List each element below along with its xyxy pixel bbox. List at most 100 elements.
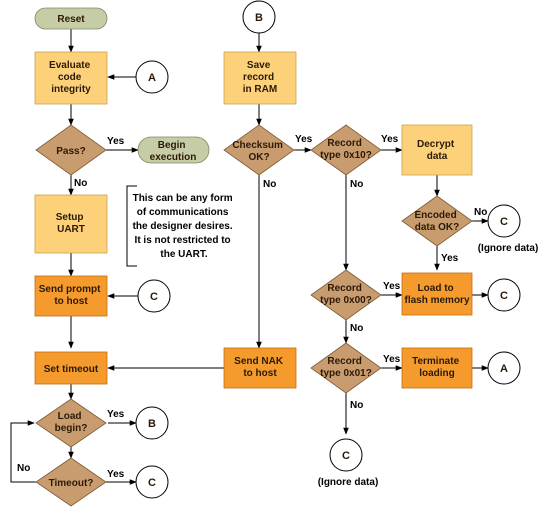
svg-text:Terminate loading: Terminate loading: [412, 356, 462, 379]
label-timeout-no: No: [17, 463, 30, 474]
note-ignore-data-encoded: (Ignore data): [478, 243, 539, 254]
node-encoded-line1: Encoded: [414, 210, 456, 221]
node-prompt-line1: Send prompt: [39, 284, 101, 295]
svg-text:C: C: [500, 216, 508, 228]
node-flash-line2: flash memory: [404, 295, 469, 306]
node-save-line3: in RAM: [243, 84, 277, 95]
node-decrypt: Decrypt data: [401, 124, 473, 176]
svg-text:B: B: [148, 418, 156, 430]
svg-text:Record type 0x10?: Record type 0x10?: [320, 138, 372, 161]
note-ignore-data-bottom: (Ignore data): [318, 477, 379, 488]
node-rt01-line1: Record: [327, 356, 361, 367]
svg-text:Decrypt data: Decrypt data: [417, 139, 457, 162]
svg-text:Record type 0x00?: Record type 0x00?: [320, 283, 372, 306]
connector-b-top: B: [242, 0, 276, 34]
label-pass-yes: Yes: [107, 136, 125, 147]
svg-text:C: C: [500, 290, 508, 302]
connector-a-terminate: A: [487, 351, 521, 385]
node-evaluate-line3: integrity: [51, 84, 91, 95]
node-checksum-line1: Checksum: [232, 140, 283, 151]
node-setup-line1: Setup: [56, 212, 84, 223]
svg-text:C: C: [342, 450, 350, 462]
connector-c-encoded-label: C: [500, 216, 508, 228]
svg-text:B: B: [255, 12, 263, 24]
svg-text:Pass?: Pass?: [56, 146, 85, 157]
node-reset: Reset: [34, 7, 108, 30]
label-rt10-no: No: [350, 179, 363, 190]
connector-c-flash: C: [487, 278, 521, 312]
node-nak-line1: Send NAK: [234, 356, 284, 367]
svg-text:Encoded data OK?: Encoded data OK?: [414, 210, 459, 233]
node-rt10-line1: Record: [327, 138, 361, 149]
label-rt10-yes: Yes: [381, 134, 399, 145]
uart-note: This can be any form of communications t…: [133, 193, 236, 260]
node-evaluate-line2: code: [58, 72, 82, 83]
connector-b-load-label: B: [148, 418, 156, 430]
node-setup-uart: Setup UART: [34, 194, 108, 254]
uart-note-line5: the UART.: [160, 249, 207, 260]
node-checksum-line2: OK?: [248, 152, 269, 163]
node-prompt-line2: to host: [54, 296, 88, 307]
svg-text:C: C: [150, 291, 158, 303]
connector-a-top-label: A: [148, 72, 156, 84]
label-rt00-no: No: [350, 323, 363, 334]
svg-text:Record type 0x01?: Record type 0x01?: [320, 356, 372, 379]
node-set-timeout: Set timeout: [34, 351, 108, 385]
svg-text:Send NAK to host: Send NAK to host: [234, 356, 286, 379]
node-save-line2: record: [243, 72, 274, 83]
svg-text:Setup UART: Setup UART: [56, 212, 87, 235]
connector-c-prompt-label: C: [150, 291, 158, 303]
node-decrypt-line2: data: [427, 151, 448, 162]
node-record-type-0x00: Record type 0x00?: [310, 269, 382, 321]
node-encoded: Encoded data OK?: [401, 195, 473, 247]
svg-text:C: C: [148, 477, 156, 489]
node-record-type-0x01: Record type 0x01?: [310, 342, 382, 394]
label-encoded-yes: Yes: [441, 253, 459, 264]
node-checksum: Checksum OK?: [223, 124, 295, 176]
svg-text:Send prompt to host: Send prompt to host: [39, 284, 103, 307]
node-nak-line2: to host: [243, 368, 277, 379]
svg-text:Load begin?: Load begin?: [55, 411, 88, 434]
note-bracket: [126, 185, 137, 267]
node-terminate-line1: Terminate: [412, 356, 459, 367]
connector-c-encoded: C: [487, 204, 521, 238]
label-load-yes: Yes: [107, 409, 125, 420]
label-timeout-yes: Yes: [107, 469, 125, 480]
label-checksum-yes: Yes: [295, 134, 313, 145]
node-send-nak: Send NAK to host: [223, 347, 297, 389]
node-begin-execution: Begin execution: [137, 136, 210, 164]
node-load-line1: Load: [58, 411, 82, 422]
uart-note-line3: the designer desires.: [133, 221, 233, 232]
connector-c-timeout-label: C: [148, 477, 156, 489]
label-checksum-no: No: [263, 179, 276, 190]
label-rt01-yes: Yes: [383, 354, 401, 365]
svg-text:This can be any form of: This can be any form of communications t…: [133, 193, 236, 260]
connector-a-top: A: [135, 60, 169, 94]
node-rt00-line1: Record: [327, 283, 361, 294]
connector-c-prompt: C: [137, 279, 171, 313]
svg-text:Reset: Reset: [57, 14, 85, 25]
node-save-record: Save record in RAM: [223, 51, 297, 105]
node-terminate-line2: loading: [419, 368, 455, 379]
node-decrypt-line1: Decrypt: [417, 139, 455, 150]
edge-labels: Yes No Yes Yes No Yes No Yes No No Yes Y…: [17, 134, 487, 480]
node-reset-label: Reset: [57, 14, 85, 25]
label-rt01-no: No: [350, 400, 363, 411]
node-load-begin: Load begin?: [35, 398, 107, 448]
svg-text:A: A: [148, 72, 156, 84]
node-begin-line2: execution: [150, 152, 197, 163]
node-send-prompt: Send prompt to host: [34, 275, 108, 317]
svg-text:Evaluate code inte: Evaluate code integrity: [49, 60, 93, 95]
node-flash-line1: Load to: [418, 283, 454, 294]
node-evaluate: Evaluate code integrity: [34, 51, 108, 105]
svg-text:Checksum OK?: Checksum OK?: [232, 140, 285, 163]
connector-c-bottom-label: C: [342, 450, 350, 462]
svg-text:Begin execution: Begin execution: [150, 140, 197, 163]
node-encoded-line2: data OK?: [415, 222, 459, 233]
connector-c-flash-label: C: [500, 290, 508, 302]
node-setup-line2: UART: [57, 224, 85, 235]
edges: [10, 29, 489, 485]
node-load-line2: begin?: [55, 423, 88, 434]
connector-b-top-label: B: [255, 12, 263, 24]
